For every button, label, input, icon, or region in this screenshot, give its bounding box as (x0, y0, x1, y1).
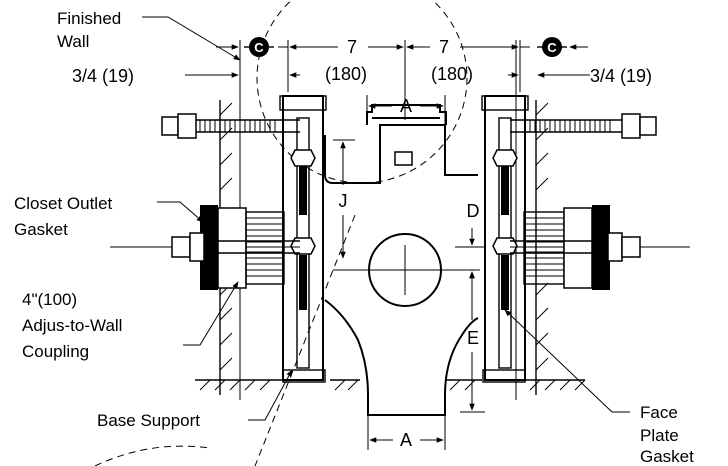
center-mark-left: C (244, 37, 274, 57)
center-mark-right-text: C (547, 40, 557, 55)
left-face-plate (279, 95, 327, 383)
phantom-line-diagonal (254, 214, 356, 466)
finished-wall-label-line2: Wall (57, 32, 89, 51)
closet-gasket-label-line2: Gasket (14, 220, 68, 239)
right-offset-dimension: 3/4 (19) (590, 66, 652, 86)
face-plate-label-line3: Gasket (640, 447, 694, 466)
right-face-plate (481, 95, 529, 383)
left-seven-dimension: 7 (347, 37, 357, 57)
face-plate-label-line2: Plate (640, 426, 679, 445)
top-nut (394, 151, 413, 166)
a-bottom-dimension: A (400, 430, 412, 450)
e-dimension: E (467, 328, 479, 348)
left-coupling (110, 205, 300, 290)
closet-gasket-label-line1: Closet Outlet (14, 194, 113, 213)
right-top-bolt (510, 113, 657, 139)
face-plate-label-line1: Face (640, 403, 678, 422)
leader-lines (142, 16, 630, 421)
phantom-circle-top (256, 0, 468, 184)
coupling-label-line1: 4"(100) (22, 290, 77, 309)
right-coupling (510, 205, 690, 290)
j-dimension: J (339, 191, 348, 211)
finished-wall-label-line1: Finished (57, 9, 121, 28)
center-mark-right: C (537, 37, 567, 57)
floor-left (195, 379, 360, 391)
right-seven-dimension: 7 (439, 37, 449, 57)
base-support-label: Base Support (97, 411, 200, 430)
right-seven-mm-dimension: (180) (431, 64, 473, 84)
left-seven-mm-dimension: (180) (325, 64, 367, 84)
left-offset-dimension: 3/4 (19) (72, 66, 134, 86)
left-top-bolt (161, 113, 300, 139)
floor-right (445, 379, 586, 391)
coupling-label-line2: Adjus-to-Wall (22, 316, 122, 335)
dimension-lines (185, 40, 590, 450)
phantom-arc-bottom (94, 445, 211, 466)
center-mark-left-text: C (254, 40, 264, 55)
coupling-label-line3: Coupling (22, 342, 89, 361)
a-top-dimension: A (400, 96, 412, 116)
d-dimension: D (467, 201, 480, 221)
